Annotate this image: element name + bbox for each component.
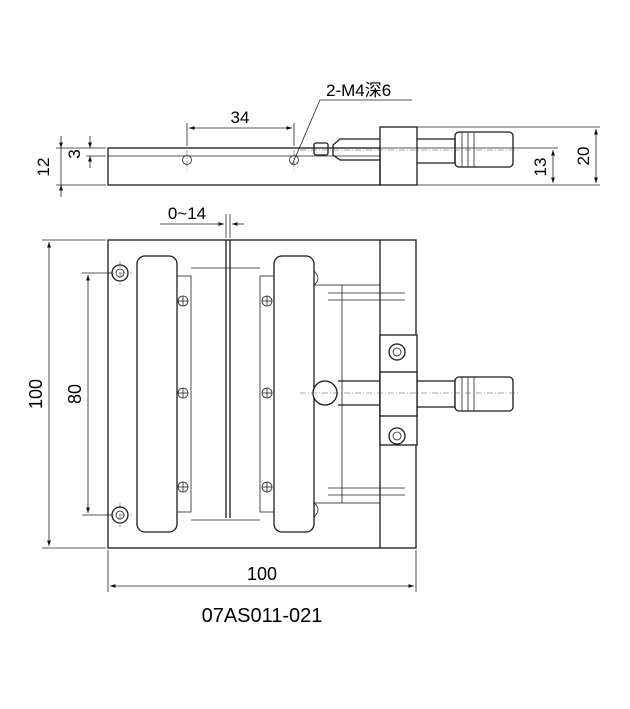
- dim-overall-width: 100: [247, 564, 277, 584]
- top-view: 0~14 100 80 100 07AS011-021: [26, 204, 520, 627]
- dim-hole-offset: 3: [65, 149, 84, 158]
- dim-overall-height: 100: [26, 379, 46, 409]
- rail-screws: [177, 295, 273, 493]
- dim-total-height: 20: [574, 147, 593, 166]
- dim-mount-pitch: 80: [65, 384, 85, 404]
- dim-travel: 0~14: [168, 204, 206, 223]
- tapped-hole-note: 2-M4深6: [326, 81, 391, 100]
- dim-plate-thickness: 12: [34, 158, 53, 177]
- side-view: 34 2-M4深6 12 3 13 20: [34, 81, 600, 197]
- dim-knob-height: 13: [531, 158, 550, 177]
- dim-hole-pitch: 34: [231, 108, 250, 127]
- part-number: 07AS011-021: [202, 605, 323, 627]
